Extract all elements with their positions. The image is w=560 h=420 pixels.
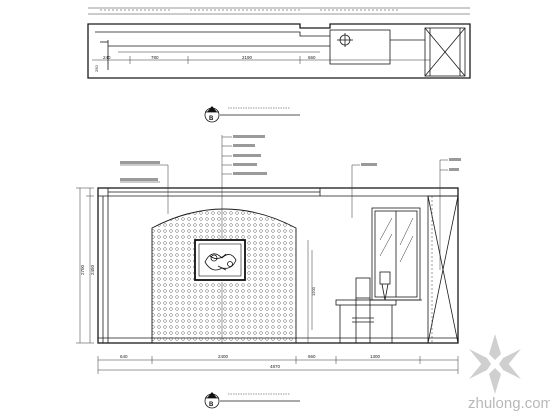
elev-dim-1: 640	[120, 354, 128, 359]
wardrobe	[427, 195, 459, 344]
desk	[335, 271, 397, 343]
plan-dim-3: 2190	[242, 55, 253, 60]
painting-motif	[204, 253, 237, 271]
plan-view: 240 780 2190 660 250	[87, 7, 471, 79]
plan-dim-2: 780	[151, 55, 159, 60]
plan-dim-4: 660	[308, 55, 316, 60]
elev-dim-2: 2400	[218, 354, 229, 359]
elevation-view: 2700 2450	[76, 135, 461, 374]
elev-dim-overall: 4870	[270, 364, 281, 369]
elev-dim-left-1: 2700	[80, 264, 85, 275]
annotation-marks	[120, 135, 461, 181]
section-marker-letter: B	[209, 116, 214, 122]
section-marker: B	[204, 106, 300, 123]
elev-dim-3: 660	[308, 354, 316, 359]
elevation-marker-letter: B	[209, 402, 214, 408]
elev-dim-left-2: 2450	[90, 264, 95, 275]
svg-text:1200: 1200	[311, 286, 316, 296]
elev-dim-4: 1300	[370, 354, 381, 359]
plan-dim-1: 240	[103, 55, 111, 60]
painting-frame	[194, 239, 246, 281]
svg-text:250: 250	[94, 65, 99, 72]
elevation-marker: B	[204, 392, 300, 409]
